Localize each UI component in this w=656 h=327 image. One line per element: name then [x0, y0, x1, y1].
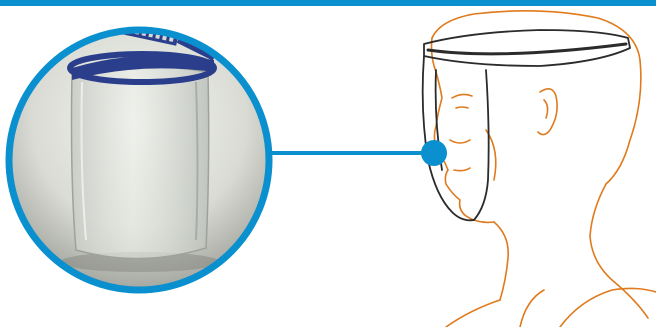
detail-circle [9, 23, 269, 290]
face-shield-photo [60, 23, 220, 272]
head-face-shield [423, 30, 630, 220]
callout-dot [421, 140, 447, 166]
head-sketch [432, 11, 656, 327]
